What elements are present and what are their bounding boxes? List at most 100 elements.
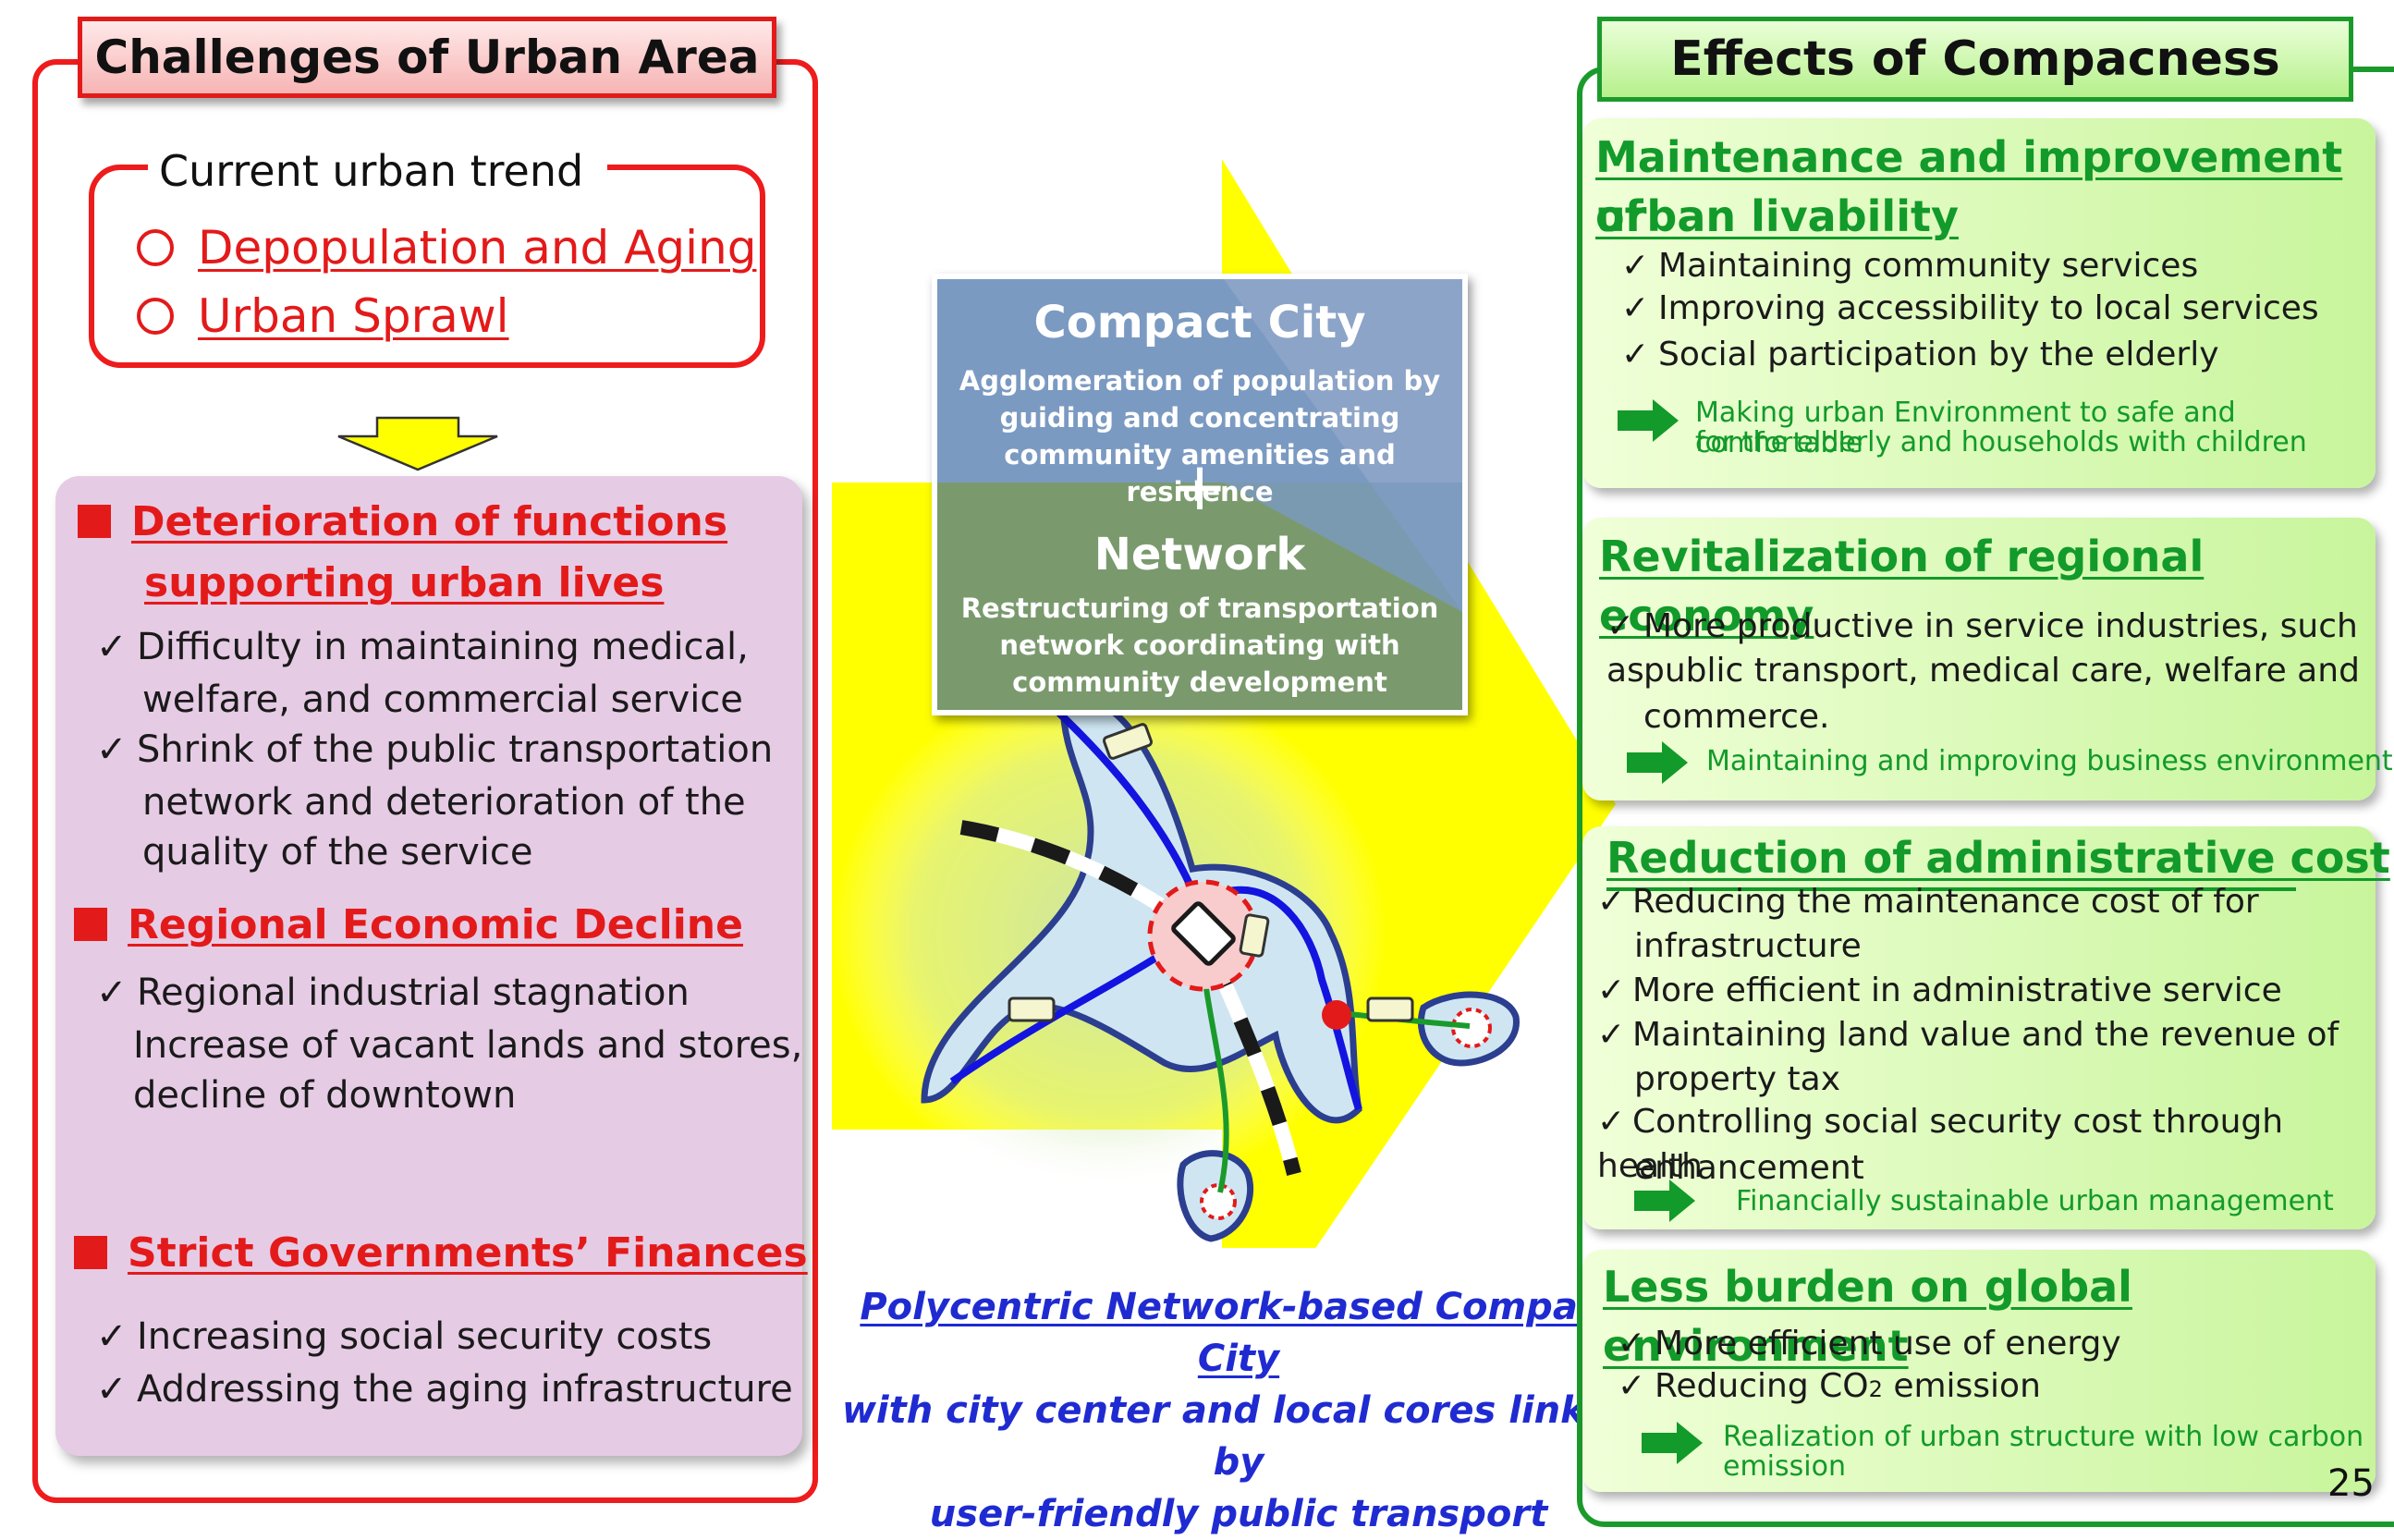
result-arrow-icon: [1627, 741, 1688, 784]
effect-heading: Maintenance and improvement of: [1595, 132, 2343, 241]
effect-heading: Revitalization of regional economy: [1599, 532, 2205, 641]
network-desc: community development: [1012, 666, 1387, 698]
check-icon: ✓: [1618, 1325, 1646, 1363]
trend-item: Depopulation and Aging: [137, 220, 756, 275]
trend-label: Current urban trend: [148, 139, 608, 203]
challenges-panel: [55, 476, 802, 1456]
effect-result: Making urban Environment to safe and com…: [1695, 397, 2236, 459]
result-arrow-icon: [1634, 1179, 1695, 1222]
check-icon: ✓: [96, 728, 128, 771]
network-desc: Restructuring of transportation: [960, 593, 1439, 624]
effect-result: Maintaining and improving business envir…: [1706, 745, 2393, 777]
effect-box: [1582, 1250, 2376, 1492]
effect-bullet-cont: infrastructure: [1634, 927, 1862, 965]
effect-bullet: ✓Reducing the maintenance cost of for: [1597, 880, 2259, 924]
down-arrow-icon: [337, 416, 498, 471]
effect-bullet: ✓Improving accessibility to local servic…: [1621, 287, 2319, 331]
bullet-item: ✓Regional industrial stagnation: [96, 967, 690, 1019]
network-title: Network: [1093, 529, 1306, 581]
page-number: 25: [2327, 1462, 2375, 1505]
challenges-title: Challenges of Urban Area: [78, 17, 776, 98]
effect-bullet: ✓Maintaining land value and the revenue …: [1597, 1013, 2339, 1057]
check-icon: ✓: [1621, 247, 1650, 285]
red-square-icon: [74, 908, 107, 941]
compact-city-desc: Agglomeration of population by: [959, 365, 1441, 397]
check-icon: ✓: [96, 1315, 128, 1358]
network-desc: network coordinating with: [999, 629, 1400, 661]
effect-box: [1582, 826, 2376, 1229]
trend-text: Urban Sprawl: [198, 289, 509, 343]
effect-bullet: ✓More efficient use of energy: [1618, 1322, 2121, 1366]
station-icon: [1171, 901, 1236, 966]
bullet-cont: network and deterioration of the: [142, 781, 746, 824]
circle-bullet-icon: [137, 229, 174, 266]
local-core-circle: [1451, 1008, 1492, 1048]
effect-bullet: ✓More productive in service industries, …: [1606, 605, 2394, 693]
section-heading: Regional Economic Decline: [74, 895, 743, 956]
bullet-item: ✓Difficulty in maintaining medical,: [96, 621, 749, 673]
compact-city-box: Compact City Agglomeration of population…: [932, 274, 1468, 715]
check-icon: ✓: [1597, 972, 1626, 1009]
check-icon: ✓: [96, 626, 128, 668]
effect-bullet: ✓Social participation by the elderly: [1621, 333, 2219, 377]
bus-icon: [1008, 996, 1056, 1022]
effect-bullet: ✓Reducing CO2 emission: [1618, 1364, 2041, 1412]
bullet-item: ✓Shrink of the public transportation: [96, 724, 773, 776]
effect-bullet: ✓Controlling social security cost throug…: [1597, 1100, 2394, 1189]
check-icon: ✓: [1597, 883, 1626, 921]
bus-icon: [1366, 996, 1414, 1022]
bus-icon: [1239, 913, 1270, 958]
trend-text: Depopulation and Aging: [198, 221, 757, 275]
plus-sign: +: [1171, 447, 1228, 525]
check-icon: ✓: [1606, 607, 1635, 645]
bullet-cont: welfare, and commercial service: [142, 678, 743, 721]
heading-underline: [1606, 887, 2296, 891]
bus-route-line: [1209, 886, 1362, 1111]
effect-result: Realization of urban structure with low …: [1723, 1421, 2364, 1453]
check-icon: ✓: [1597, 1103, 1626, 1141]
effect-bullet: ✓More efficient in administrative servic…: [1597, 969, 2282, 1013]
text-line: Increase of vacant lands and stores,: [133, 1024, 803, 1067]
check-icon: ✓: [1618, 1367, 1646, 1405]
bus-icon: [1102, 723, 1154, 760]
trend-item: Urban Sprawl: [137, 288, 509, 344]
section-heading: Strict Governments’ Finances: [74, 1223, 808, 1284]
check-icon: ✓: [1621, 336, 1650, 373]
effect-bullet-cont: enhancement: [1634, 1149, 1864, 1187]
check-icon: ✓: [96, 1368, 128, 1411]
effect-bullet-cont: property tax: [1634, 1060, 1841, 1098]
effect-heading: Less burden on global environment: [1603, 1262, 2132, 1371]
effect-bullet-cont: public transport, medical care, welfare …: [1643, 652, 2360, 690]
panel-diagonal: [1224, 279, 1462, 612]
section-heading-cont: supporting urban lives: [144, 559, 665, 606]
effect-box: [1582, 118, 2376, 488]
result-arrow-icon: [1618, 399, 1679, 442]
effect-box: [1582, 518, 2376, 801]
compact-city-title: Compact City: [1033, 297, 1366, 348]
check-icon: ✓: [1597, 1016, 1626, 1054]
red-square-icon: [78, 505, 111, 538]
check-icon: ✓: [1621, 289, 1650, 327]
circle-bullet-icon: [137, 298, 174, 335]
effect-result: Financially sustainable urban management: [1736, 1185, 2334, 1217]
effect-bullet: ✓Maintaining community services: [1621, 244, 2198, 288]
section-heading: Deterioration of functions: [78, 492, 727, 553]
effect-heading-cont: urban livability: [1595, 191, 1959, 241]
effect-bullet-cont: commerce.: [1643, 698, 1830, 736]
effect-result: for the elderly and households with chil…: [1695, 426, 2307, 458]
text-line: decline of downtown: [133, 1074, 517, 1117]
effects-title: Effects of Compacness: [1597, 17, 2353, 102]
red-square-icon: [74, 1236, 107, 1269]
result-arrow-icon: [1642, 1422, 1703, 1464]
bullet-cont: quality of the service: [142, 831, 533, 874]
local-core-circle: [1200, 1183, 1237, 1220]
diagram-caption: Polycentric Network-based Compact City w…: [841, 1286, 1636, 1535]
compact-city-desc: guiding and concentrating: [999, 402, 1400, 434]
compact-city-desc: community amenities and residence: [1004, 439, 1396, 507]
node-marker: [1322, 1000, 1351, 1030]
effect-heading: Reduction of administrative cost: [1606, 833, 2390, 883]
bullet-item: ✓Increasing social security costs: [96, 1311, 712, 1363]
bullet-item: ✓Addressing the aging infrastructure: [96, 1363, 793, 1415]
check-icon: ✓: [96, 972, 128, 1014]
central-city-area: [921, 695, 1362, 1124]
